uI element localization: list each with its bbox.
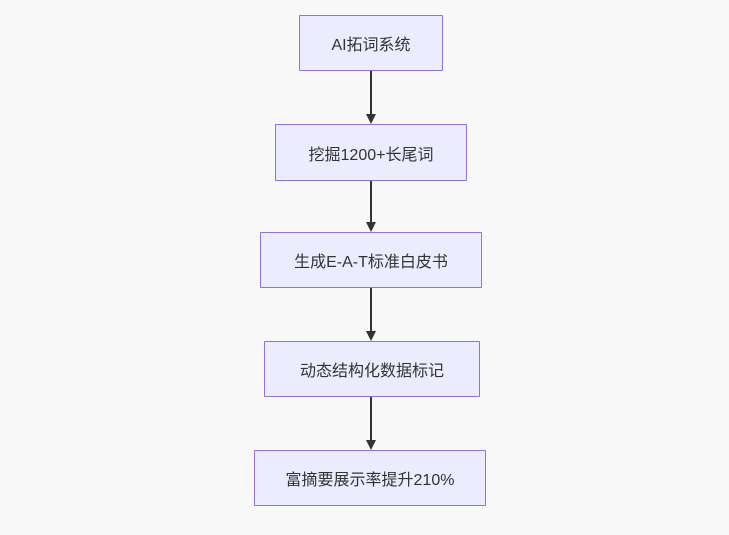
arrowhead-down-icon [366, 331, 376, 341]
flowchart-node-rich-snippet-rate: 富摘要展示率提升210% [254, 450, 486, 506]
node-label: AI拓词系统 [331, 37, 411, 54]
arrowhead-down-icon [366, 222, 376, 232]
flow-arrow-line-1 [370, 71, 372, 115]
arrowhead-down-icon [366, 440, 376, 450]
flowchart-node-eat-whitepaper: 生成E-A-T标准白皮书 [260, 232, 482, 288]
flowchart-node-structured-data-markup: 动态结构化数据标记 [264, 341, 480, 397]
flowchart-node-ai-expansion-system: AI拓词系统 [299, 15, 443, 71]
flowchart-node-longtail-keywords: 挖掘1200+长尾词 [275, 124, 467, 181]
node-label: 动态结构化数据标记 [299, 363, 444, 380]
flow-arrow-line-4 [370, 397, 372, 441]
node-label: 挖掘1200+长尾词 [308, 146, 434, 164]
arrowhead-down-icon [366, 114, 376, 124]
flow-arrow-line-2 [370, 181, 372, 223]
flow-arrow-line-3 [370, 288, 372, 332]
node-label: 富摘要展示率提升210% [285, 472, 455, 489]
node-label: 生成E-A-T标准白皮书 [294, 254, 448, 271]
